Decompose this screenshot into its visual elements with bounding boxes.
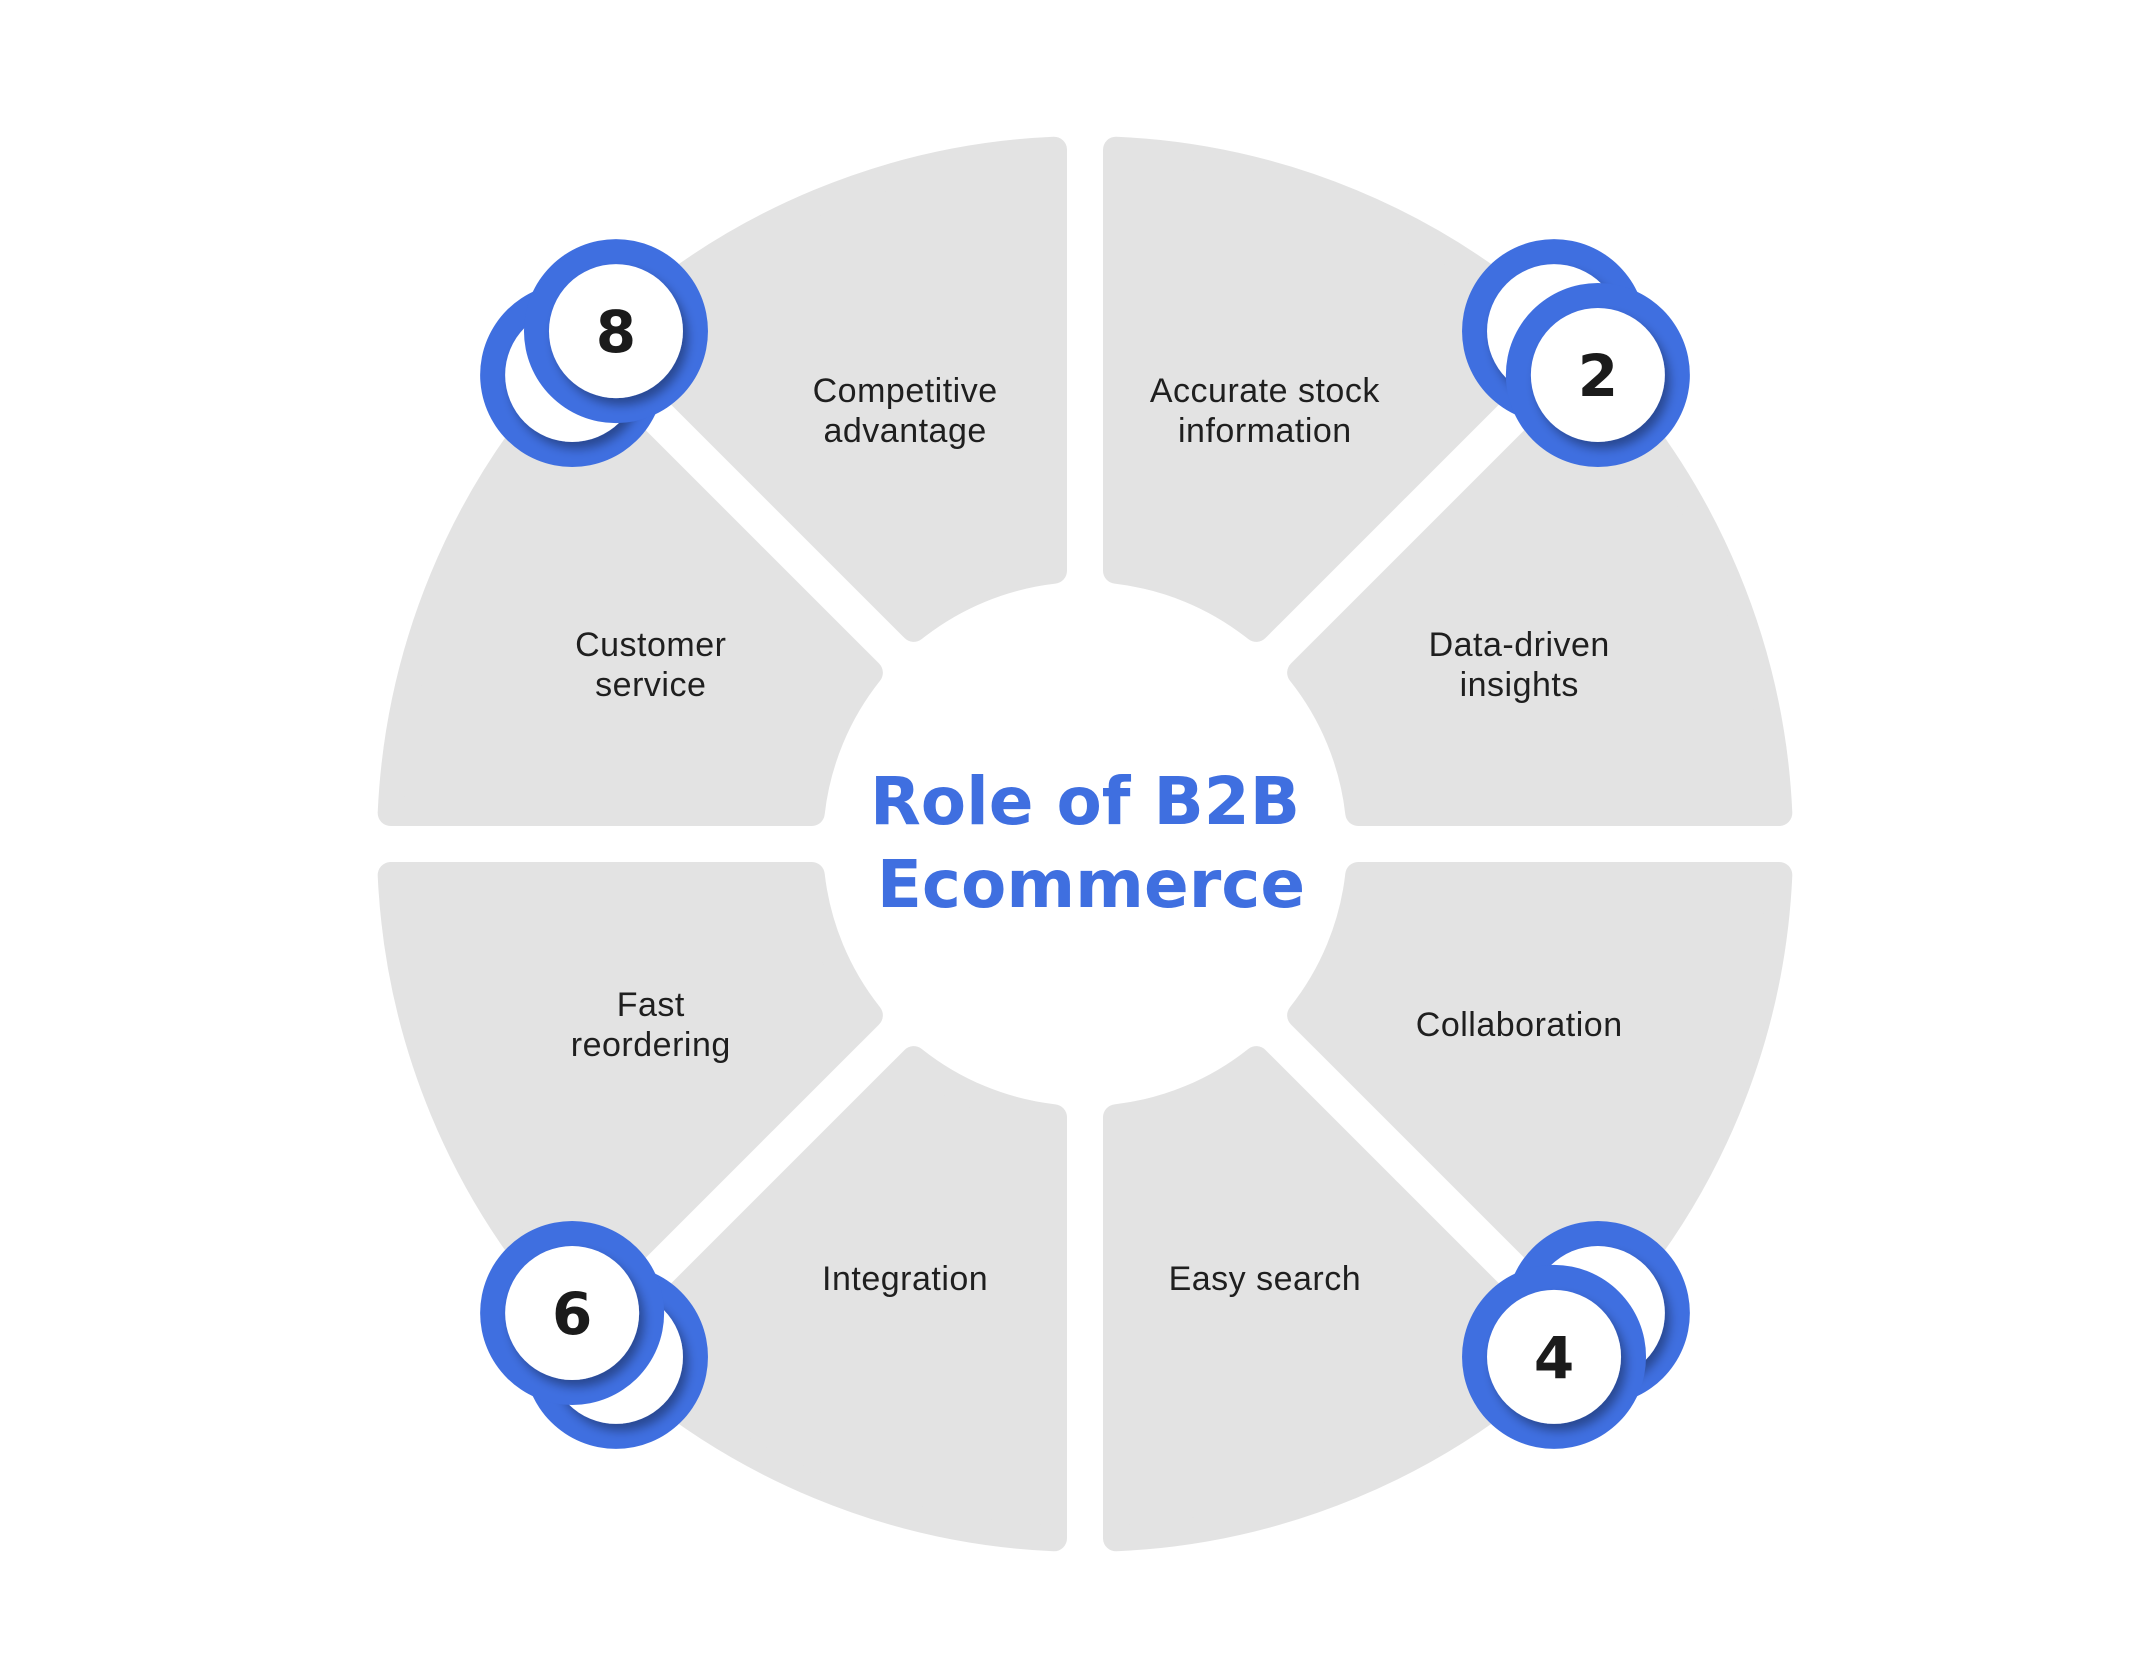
number-badge-8: 8	[523, 239, 708, 424]
segment-label-line: information	[1178, 412, 1352, 450]
badge-number: 4	[1534, 1324, 1574, 1392]
segment-label-line: Competitive	[813, 372, 998, 410]
segment-label-line: Fast	[617, 986, 685, 1024]
title-line-1: Role of B2B	[870, 763, 1300, 840]
segment-label-line: Integration	[822, 1260, 988, 1298]
title-line-2: Ecommerce	[877, 846, 1305, 923]
badge-number: 2	[1578, 342, 1618, 410]
badge-inner	[1487, 1289, 1622, 1424]
badge-number: 8	[596, 298, 636, 366]
segment-label-line: insights	[1460, 666, 1579, 704]
segment-8	[602, 136, 1067, 642]
segment-label-4: Easy search	[1169, 1260, 1362, 1298]
segment-label-line: service	[595, 666, 706, 704]
number-badge-2: 2	[1505, 282, 1690, 467]
number-badge-4: 4	[1462, 1264, 1647, 1449]
segment-label-3: Collaboration	[1416, 1006, 1623, 1044]
segment-4	[1103, 1046, 1568, 1552]
segment-label-line: Collaboration	[1416, 1006, 1623, 1044]
segment-label-line: advantage	[823, 412, 986, 450]
segment-6	[377, 862, 883, 1327]
badge-inner	[505, 1246, 640, 1381]
badge-inner	[548, 264, 683, 399]
center-title: Role of B2B Ecommerce	[870, 763, 1305, 923]
segment-label-line: Customer	[575, 626, 726, 664]
segment-2	[1287, 361, 1793, 826]
segment-label-line: Data-driven	[1429, 626, 1610, 664]
number-badge-6: 6	[480, 1221, 665, 1406]
segment-label-line: reordering	[571, 1026, 731, 1064]
segment-label-5: Integration	[822, 1260, 988, 1298]
badges-layer: 12345678	[480, 239, 1690, 1449]
badge-inner	[1530, 307, 1665, 442]
badge-number: 6	[552, 1280, 592, 1348]
segment-label-line: Accurate stock	[1150, 372, 1380, 410]
segment-label-line: Easy search	[1169, 1260, 1362, 1298]
